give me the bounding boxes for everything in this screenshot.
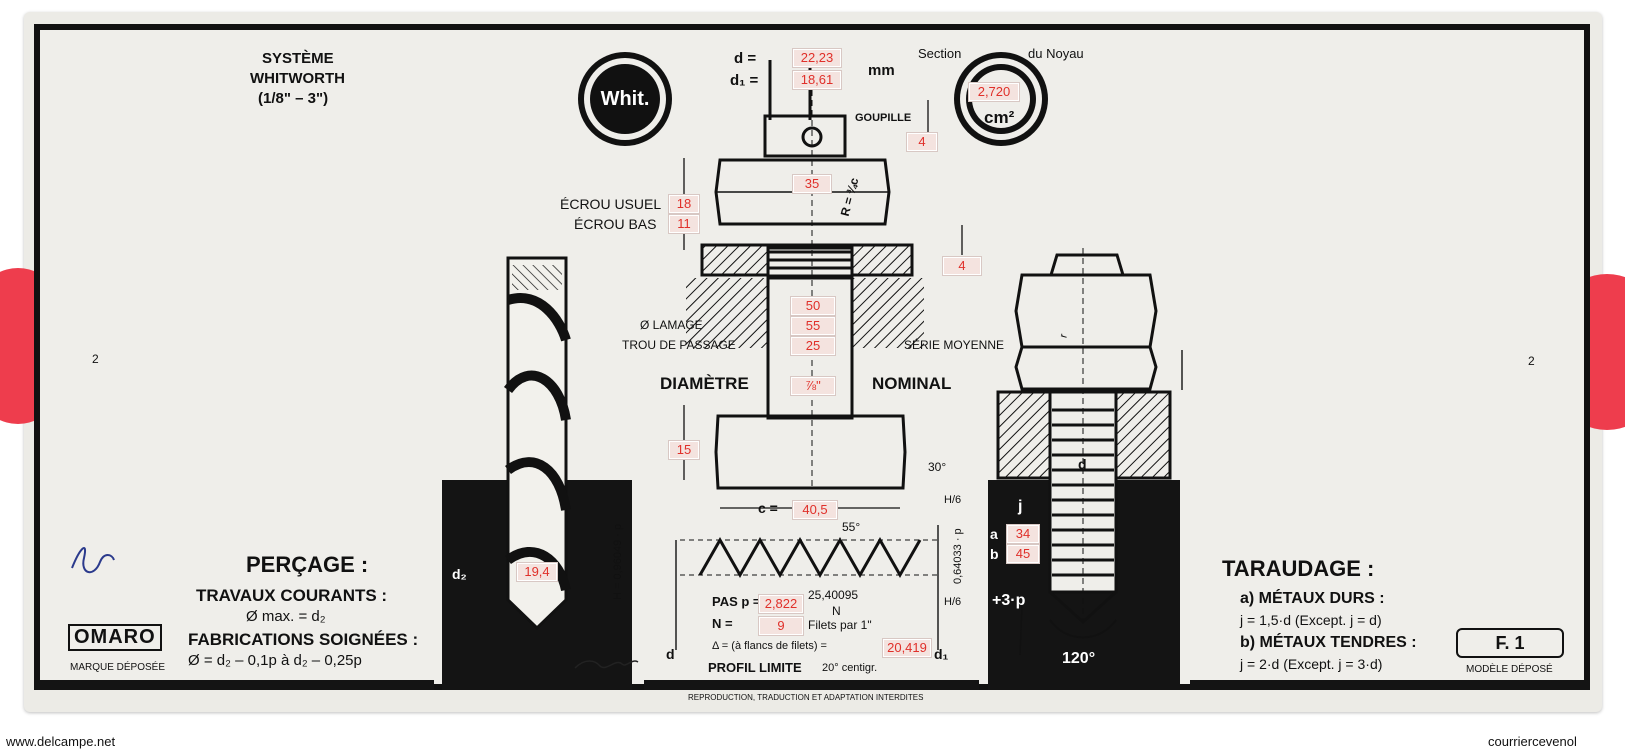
h-total-label: H = 0,96049 · p (612, 523, 624, 600)
head-height-window: 15 (668, 440, 700, 460)
angle-55: 55° (842, 520, 861, 534)
thread-profile-base (644, 680, 979, 690)
d-label: d = (734, 50, 757, 67)
taraudage-j-label: j (1018, 498, 1023, 515)
trou-label: TROU DE PASSAGE (622, 338, 736, 352)
d1-label: d₁ = (730, 72, 759, 89)
h-bottom-label: H/6 (944, 596, 962, 608)
section-badge: 2,720 cm² (954, 52, 1048, 146)
pas-label: PAS p = (712, 594, 761, 609)
pas-window: 2,822 (758, 594, 804, 614)
angle-30: 30° (928, 460, 947, 474)
percage-line3: FABRICATIONS SOIGNÉES : (188, 630, 419, 649)
d-value-window: 22,23 (792, 48, 842, 68)
diametre-label: DIAMÈTRE (660, 374, 749, 393)
taraudage-angle: 120° (1062, 650, 1096, 667)
taraudage-a-window: 34 (1006, 524, 1040, 544)
drill-bit-drawing (503, 256, 571, 631)
n-label: N = (712, 616, 733, 631)
taraudage-d-label: d (1078, 456, 1087, 472)
model-plate: F. 1 (1456, 628, 1564, 658)
goupille-label: GOUPILLE (855, 112, 912, 124)
ecrou-usuel-label: ÉCROU USUEL (560, 196, 662, 212)
taraudage-b-window: 45 (1006, 544, 1040, 564)
section-unit: cm² (984, 108, 1015, 127)
legal-notice: REPRODUCTION, TRADUCTION ET ADAPTATION I… (688, 693, 924, 702)
omaro-sub: MARQUE DÉPOSÉE (70, 662, 166, 673)
taraudage-a-line: a) MÉTAUX DURS : (1240, 590, 1385, 607)
percage-title: PERÇAGE : (246, 552, 369, 577)
lamage-label: Ø LAMAGE (640, 318, 703, 332)
footer-left: www.delcampe.net (6, 734, 116, 749)
passage-window: 55 (790, 316, 836, 336)
taraudage-title: TARAUDAGE : (1222, 556, 1375, 581)
thread-d-label: d (666, 646, 675, 662)
delta-window: 20,419 (882, 638, 932, 658)
section-label-a: Section (918, 46, 962, 61)
model-sub: MODÈLE DÉPOSÉ (1466, 664, 1553, 675)
ecrou-usuel-window: 18 (668, 194, 700, 214)
omaro-logo: OMARO (68, 624, 162, 651)
system-line2: WHITWORTH (250, 70, 345, 87)
bolt-top-drawing (686, 60, 924, 490)
nut-width-window: 35 (792, 174, 832, 194)
section-value-window: 2,720 (968, 82, 1020, 102)
percage-line1: TRAVAUX COURANTS : (196, 586, 388, 605)
taraudage-b-label: b (990, 546, 999, 562)
bolt-right-drawing (996, 248, 1172, 639)
designer-signature-mark (574, 660, 639, 669)
serie-label: SÉRIE MOYENNE (904, 338, 1005, 352)
page-number-right: 2 (1528, 354, 1535, 368)
footer-right: courriercevenol (1488, 734, 1577, 749)
system-line1: SYSTÈME (262, 50, 334, 67)
taraudage-a-formula: j = 1,5·d (Except. j = d) (1240, 612, 1382, 628)
handwritten-mark (71, 546, 115, 573)
lamage-window: 50 (790, 296, 836, 316)
filets-label: Filets par 1" (808, 618, 872, 632)
thread-d1-label: d₁ (934, 646, 949, 662)
section-label-b: du Noyau (1028, 46, 1084, 61)
d1-value-window: 18,61 (792, 70, 842, 90)
mm-label: mm (868, 62, 895, 79)
h-partial-label: 0,64033 · p (952, 528, 964, 584)
d2-window: 19,4 (516, 562, 558, 582)
d2-label: d₂ (452, 566, 467, 582)
whit-badge-label: Whit. (590, 64, 660, 134)
pas-formula-n: N (832, 604, 841, 618)
taraudage-plus-label: +3·p (992, 592, 1026, 609)
whit-badge: Whit. (578, 52, 672, 146)
nominal-window: ⅞" (790, 376, 836, 396)
profil-temp: 20° centigr. (822, 662, 878, 674)
trou-window: 25 (790, 336, 836, 356)
taraudage-b-line: b) MÉTAUX TENDRES : (1240, 634, 1417, 651)
taraudage-a-label: a (990, 526, 998, 542)
percage-line2: Ø max. = d₂ (246, 608, 326, 625)
bottom-bar-right (1190, 680, 1590, 690)
n-window: 9 (758, 616, 804, 636)
page-number-left: 2 (92, 352, 99, 366)
percage-line4: Ø = d₂ – 0,1p à d₂ – 0,25p (188, 652, 362, 669)
h-top-label: H/6 (944, 494, 962, 506)
washer-window: 4 (942, 256, 982, 276)
delta-label: Δ = (à flancs de filets) = (712, 640, 827, 652)
ecrou-bas-label: ÉCROU BAS (574, 216, 657, 232)
bottom-bar-left (34, 680, 434, 690)
goupille-value-window: 4 (906, 132, 938, 152)
ecrou-bas-window: 11 (668, 214, 700, 234)
c-window: 40,5 (792, 500, 838, 520)
system-range: (1/8" – 3") (258, 90, 329, 107)
pas-formula-top: 25,40095 (808, 588, 859, 602)
c-label: c = (758, 500, 778, 516)
profil-label: PROFIL LIMITE (708, 660, 802, 675)
nominal-label: NOMINAL (872, 374, 952, 393)
thread-profile-drawing (675, 525, 940, 650)
taraudage-b-formula: j = 2·d (Except. j = 3·d) (1240, 656, 1383, 672)
